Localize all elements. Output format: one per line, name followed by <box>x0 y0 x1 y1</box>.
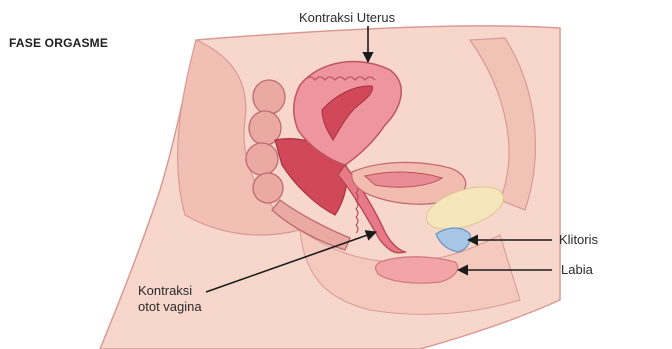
label-vaginal-line2: otot vagina <box>138 299 202 315</box>
label-uterus-contraction: Kontraksi Uterus <box>299 10 395 26</box>
label-klitoris: Klitoris <box>559 232 598 248</box>
label-labia: Labia <box>561 262 593 278</box>
labia-shape <box>376 257 458 283</box>
label-vaginal-contraction: Kontraksi otot vagina <box>138 283 202 315</box>
diagram-title: FASE ORGASME <box>9 35 108 51</box>
label-vaginal-line1: Kontraksi <box>138 283 202 299</box>
